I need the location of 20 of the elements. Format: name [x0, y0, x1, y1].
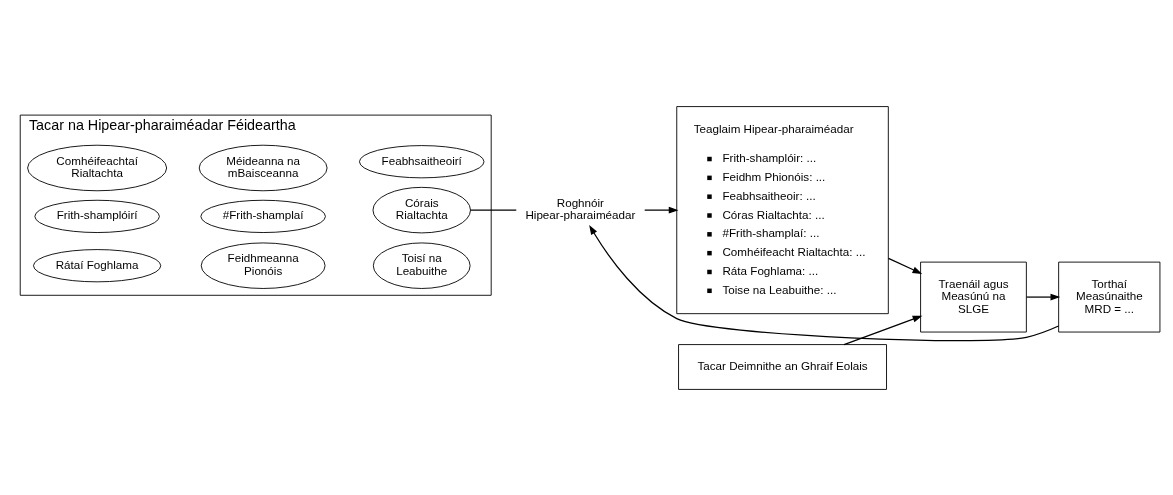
- node-ellipse: Córais Rialtachta: [372, 186, 471, 233]
- arrow: [887, 257, 923, 274]
- node-ellipse: Frith-shamplóirí: [34, 199, 160, 233]
- arrow: [1025, 293, 1061, 300]
- node-ellipse: Rátaí Foghlama: [33, 248, 162, 282]
- node-box: Torthaí Measúnaithe MRD = ...: [1058, 261, 1161, 332]
- arrow: [843, 315, 923, 345]
- node-ellipse: Comhéifeachtaí Rialtachta: [27, 144, 168, 191]
- arrow: [644, 206, 679, 214]
- connector: [469, 209, 517, 211]
- node-ellipse: #Frith-shamplaí: [200, 199, 326, 233]
- node-box: Teaglaim Hipear-pharaiméadar Frith-shamplóir: ... Feidhm Phionóis: ... Feabhsaitheoir: ... Córas Rialtachta: ... #Frith-shamplaí: ... Comhéifeacht Rialtachta: ... Ráta Foghlama: ... Toise na Leabuithe: ...: [676, 105, 889, 314]
- node-box: Tacar Deimnithe an Ghraif Eolais: [678, 343, 887, 390]
- node-ellipse: Méideanna na mBaisceanna: [198, 144, 328, 191]
- node-ellipse: Toisí na Leabuithe: [372, 242, 471, 289]
- node-ellipse: Feidhmeanna Pionóis: [200, 242, 326, 289]
- node-ellipse: Feabhsaitheoirí: [359, 144, 485, 178]
- node-box: Traenáil agus Measúnú na SLGE: [920, 261, 1027, 332]
- node-text: Roghnóir Hipear-pharaiméadar: [525, 195, 636, 221]
- arrow: [589, 224, 1060, 341]
